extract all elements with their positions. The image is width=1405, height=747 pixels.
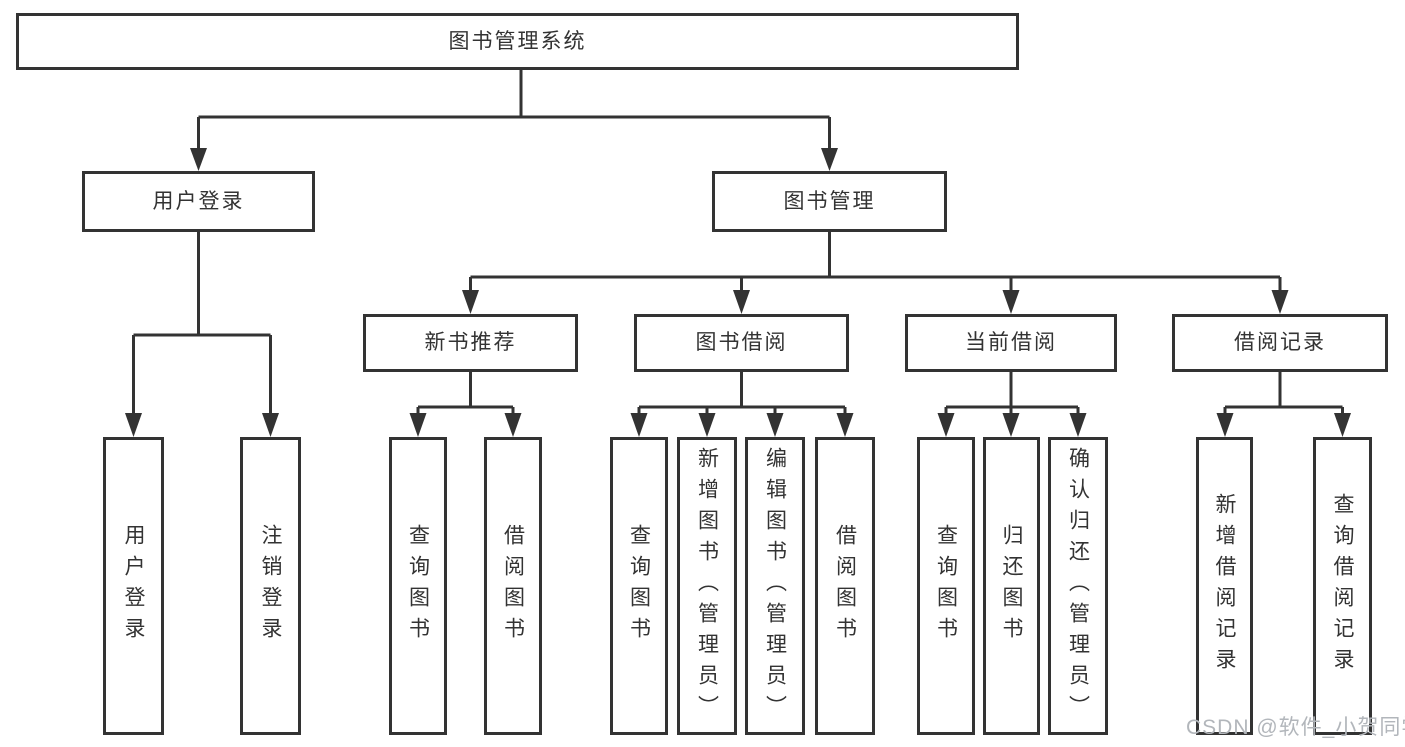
node-logout-leaf: 注销登录 [240,437,301,735]
node-add-books-admin: 新增图书（管理员） [677,437,737,735]
node-book-management-module: 图书管理 [712,171,947,232]
node-return-books: 归还图书 [983,437,1040,735]
node-label: 图书管理 [783,189,876,213]
node-query-books-current: 查询图书 [917,437,975,735]
node-borrowing-records: 借阅记录 [1172,314,1388,372]
node-new-book-recommendation: 新书推荐 [363,314,578,372]
node-label: 编辑图书（管理员） [763,446,787,726]
node-label: 当前借阅 [965,331,1057,355]
node-query-books-recommend: 查询图书 [389,437,447,735]
node-edit-books-admin: 编辑图书（管理员） [745,437,805,735]
node-label: 用户登录 [122,524,145,648]
csdn-watermark: CSDN @软件_小贺同学 [1186,716,1405,739]
node-label: 新增借阅记录 [1213,493,1236,679]
node-label: 查询图书 [627,524,651,648]
node-label: 图书借阅 [695,331,788,355]
node-label: 查询借阅记录 [1331,493,1354,679]
node-label: 注销登录 [259,524,282,648]
node-label: 新书推荐 [424,331,517,355]
node-label: 借阅图书 [501,524,525,648]
node-label: 用户登录 [152,189,245,213]
node-confirm-return-admin: 确认归还（管理员） [1048,437,1108,735]
node-label: 确认归还（管理员） [1066,446,1090,726]
node-query-books-borrowing: 查询图书 [610,437,668,735]
node-current-borrowing: 当前借阅 [905,314,1117,372]
node-user-login-leaf: 用户登录 [103,437,164,735]
node-label: 借阅记录 [1234,331,1326,355]
node-label: 图书管理系统 [448,29,587,53]
node-book-borrowing: 图书借阅 [634,314,849,372]
node-label: 查询图书 [406,524,430,648]
node-user-login-module: 用户登录 [82,171,315,232]
node-label: 查询图书 [934,524,958,648]
node-label: 新增图书（管理员） [695,446,719,726]
node-query-borrow-record: 查询借阅记录 [1313,437,1372,735]
node-library-management-system: 图书管理系统 [16,13,1019,70]
node-borrow-books-recommend: 借阅图书 [484,437,542,735]
node-label: 归还图书 [1000,524,1023,648]
node-label: 借阅图书 [833,524,857,648]
node-borrow-books: 借阅图书 [815,437,875,735]
node-add-borrow-record: 新增借阅记录 [1196,437,1253,735]
